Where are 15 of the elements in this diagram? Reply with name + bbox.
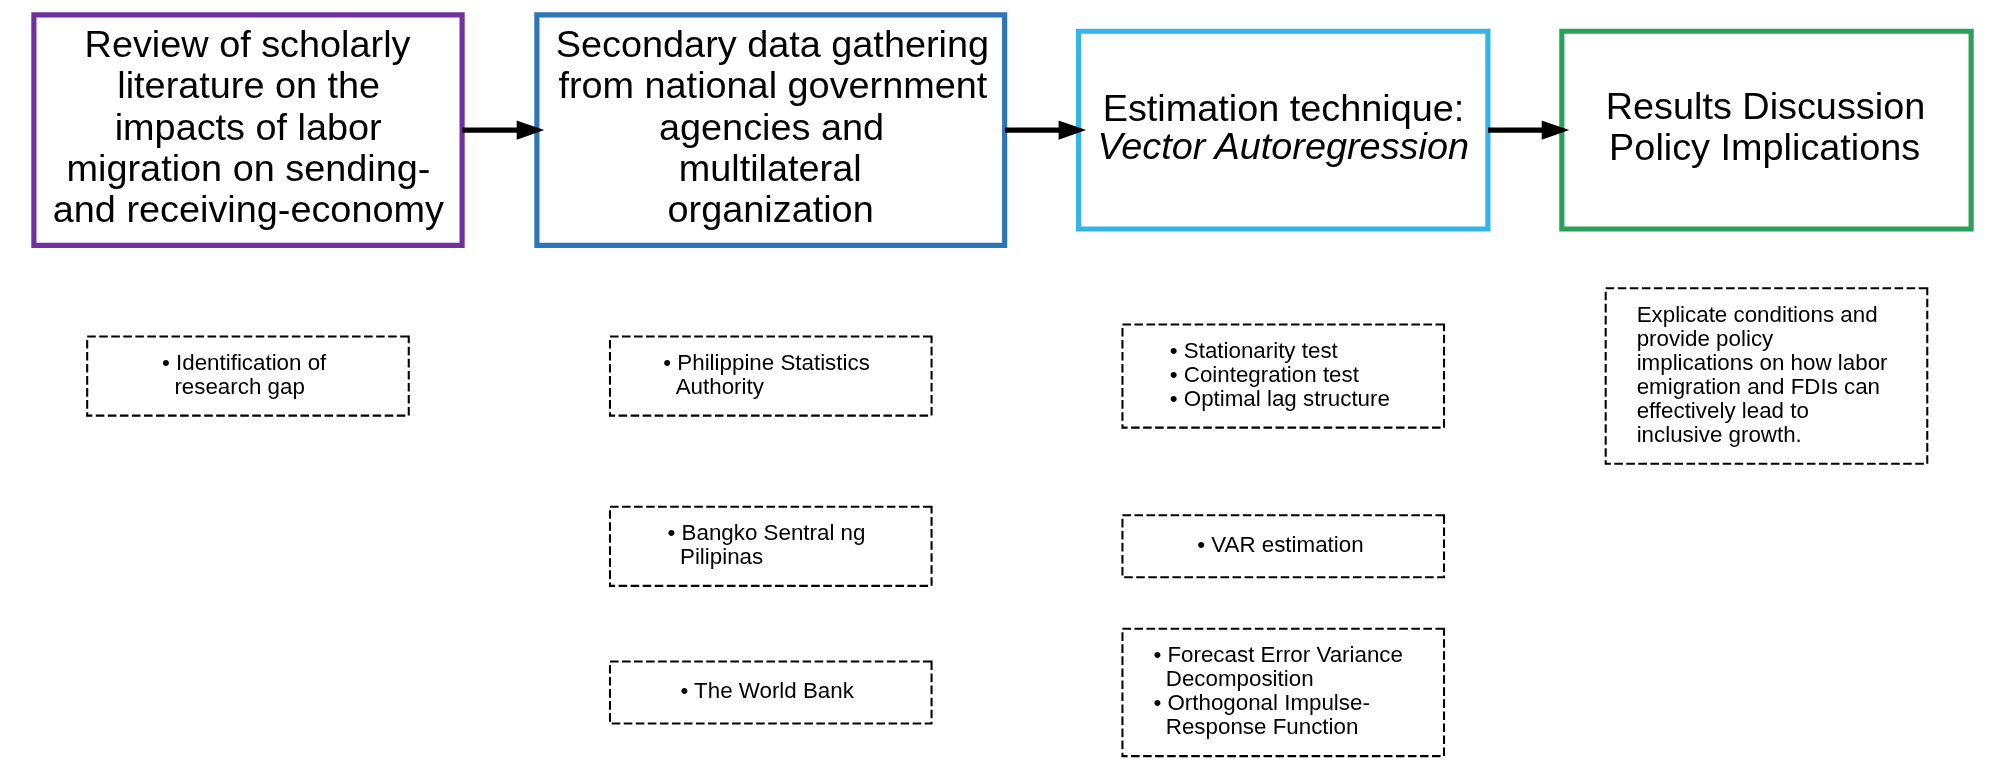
arrow	[1005, 120, 1087, 140]
node-box: • Stationarity test • Cointegration test • Optimal lag structure	[1121, 323, 1446, 429]
node-box: Review of scholarly literature on the impacts of labor migration on sending- and receiving-economy	[31, 12, 465, 248]
node-box: • Philippine Statistics Authority	[608, 335, 933, 417]
arrow	[1488, 120, 1570, 140]
node-box: Estimation technique: Vector Autoregression	[1076, 28, 1491, 232]
node-box: • Identification of research gap	[86, 335, 410, 417]
node-box: • Bangko Sentral ng Pilipinas	[608, 505, 933, 587]
node-box: • Forecast Error Variance Decomposition • Orthogonal Impulse-Response Function	[1121, 627, 1446, 758]
node-box: • VAR estimation	[1121, 514, 1446, 579]
node-box: Results Discussion Policy Implications	[1559, 28, 1974, 232]
arrow	[462, 120, 545, 140]
node-box: • The World Bank	[608, 660, 933, 725]
node-box: Secondary data gathering from national government agencies and multilateral organization	[534, 12, 1008, 248]
node-box: Explicate conditions and provide policy implications on how labor emigration and FDIs can effectively lead to inclusive growth.	[1604, 287, 1929, 465]
